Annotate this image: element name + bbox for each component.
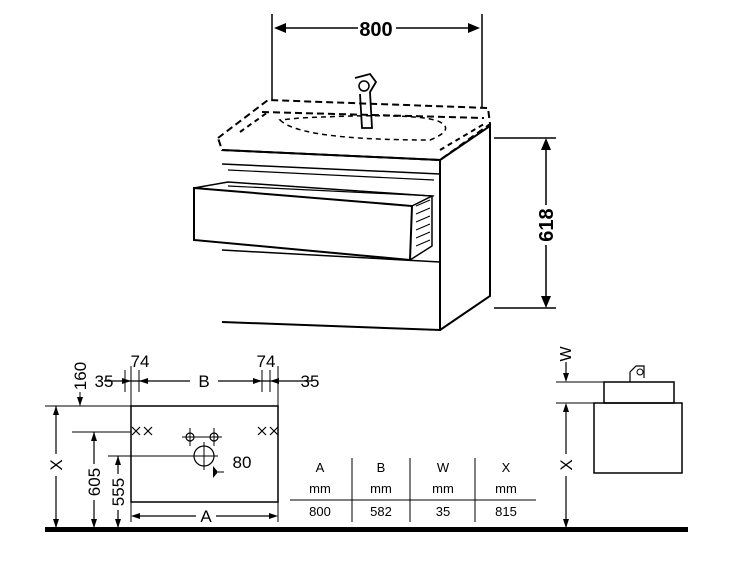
plan-view bbox=[45, 366, 312, 528]
table-header-w: W bbox=[437, 460, 450, 475]
dim-160: 160 bbox=[71, 362, 90, 390]
table-unit-b: mm bbox=[370, 481, 392, 496]
cabinet-side-rect bbox=[593, 402, 683, 474]
table-value-a: 800 bbox=[309, 504, 331, 519]
floor-line bbox=[45, 527, 688, 532]
upper-drawer-slot bbox=[227, 169, 435, 197]
dim-b: B bbox=[198, 372, 209, 391]
table-header-x: X bbox=[502, 460, 511, 475]
dimension-table bbox=[290, 458, 536, 522]
lower-drawer-line bbox=[221, 249, 441, 263]
table-header-b: B bbox=[377, 460, 386, 475]
table-value-w: 35 bbox=[436, 504, 450, 519]
b-label-bg bbox=[190, 370, 218, 392]
table-unit-a: mm bbox=[309, 481, 331, 496]
open-drawer-top bbox=[193, 181, 435, 207]
open-drawer-side bbox=[409, 196, 433, 261]
dim-605: 605 bbox=[85, 468, 104, 496]
connection-mark-left bbox=[131, 426, 153, 436]
x-label-bg bbox=[47, 454, 65, 476]
cabinet-side-outline bbox=[439, 124, 491, 331]
basin-side-rect bbox=[603, 381, 675, 404]
dim-x-side: X bbox=[557, 459, 576, 470]
cabinet-plan-rect bbox=[130, 405, 279, 503]
washbasin-side-edges bbox=[239, 111, 485, 151]
width-label: 800 bbox=[359, 19, 392, 41]
dim-35-right: 35 bbox=[301, 372, 320, 391]
605-label-bg bbox=[84, 464, 104, 500]
dim-74-left: 74 bbox=[131, 352, 150, 371]
cabinet-front-outline bbox=[221, 149, 441, 332]
faucet-handle-icon bbox=[358, 80, 370, 92]
dim-555: 555 bbox=[109, 478, 128, 506]
side-arrows bbox=[563, 373, 569, 528]
basin-bowl bbox=[278, 115, 447, 141]
table-header-a: A bbox=[316, 460, 325, 475]
washbasin-back-edge bbox=[261, 111, 485, 119]
dim-74-right: 74 bbox=[257, 352, 276, 371]
connection-mark-right bbox=[257, 426, 279, 436]
open-drawer-front bbox=[193, 186, 414, 262]
faucet-icon bbox=[354, 72, 378, 129]
drawer-runner-hatch bbox=[415, 199, 431, 247]
side-view bbox=[556, 362, 683, 528]
faucet-knob-icon bbox=[636, 368, 644, 376]
width-dimension bbox=[271, 14, 483, 108]
height-label: 618 bbox=[536, 208, 558, 241]
dim-80: 80 bbox=[233, 453, 252, 472]
table-unit-w: mm bbox=[432, 481, 454, 496]
faucet-side-icon bbox=[629, 365, 645, 382]
dim-35-left: 35 bbox=[95, 372, 114, 391]
cabinet-top-band bbox=[221, 163, 441, 175]
plan-arrows bbox=[53, 378, 279, 528]
555-label-bg bbox=[108, 474, 128, 510]
side-x-label-bg bbox=[558, 454, 574, 476]
dim-a: A bbox=[200, 507, 212, 526]
vanity-perspective bbox=[193, 72, 492, 332]
table-unit-x: mm bbox=[495, 481, 517, 496]
table-value-x: 815 bbox=[495, 504, 517, 519]
dim-x-plan: X bbox=[47, 459, 66, 470]
table-value-b: 582 bbox=[370, 504, 392, 519]
dim-w-side: W bbox=[558, 346, 575, 362]
height-dimension bbox=[494, 137, 556, 309]
